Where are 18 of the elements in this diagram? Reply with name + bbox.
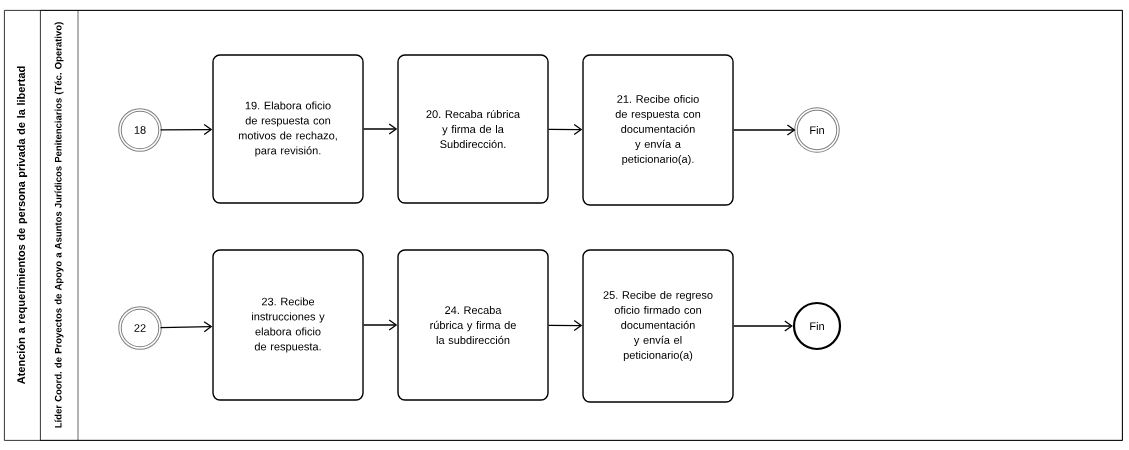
task-box: 19. Elabora oficio de respuesta con motivos de rechazo, para revisión.	[212, 54, 364, 204]
start-event: 18	[118, 108, 162, 152]
end-event: Fin	[794, 107, 840, 153]
arrow	[733, 124, 796, 136]
task-box: 23. Recibe instrucciones y elabora oficio de respuesta.	[212, 249, 364, 401]
arrow	[548, 123, 583, 136]
task-box: 21. Recibe oficio de respuesta con documentación y envía a peticionario(a).	[582, 54, 734, 206]
task-box: 24. Recaba rúbrica y firma de la subdirección	[397, 249, 549, 401]
start-event: 22	[118, 306, 162, 350]
end-event: Fin	[792, 301, 842, 351]
arrow	[159, 123, 213, 136]
task-box: 25. Recibe de regreso oficio firmado con documentación y envía el peticionario(a)	[582, 249, 734, 403]
arrow	[363, 123, 398, 135]
arrow	[363, 319, 398, 331]
task-box: 20. Recaba rúbrica y firma de la Subdirección.	[397, 54, 549, 204]
arrow	[159, 321, 213, 333]
arrow	[733, 320, 793, 332]
arrow	[548, 319, 583, 332]
